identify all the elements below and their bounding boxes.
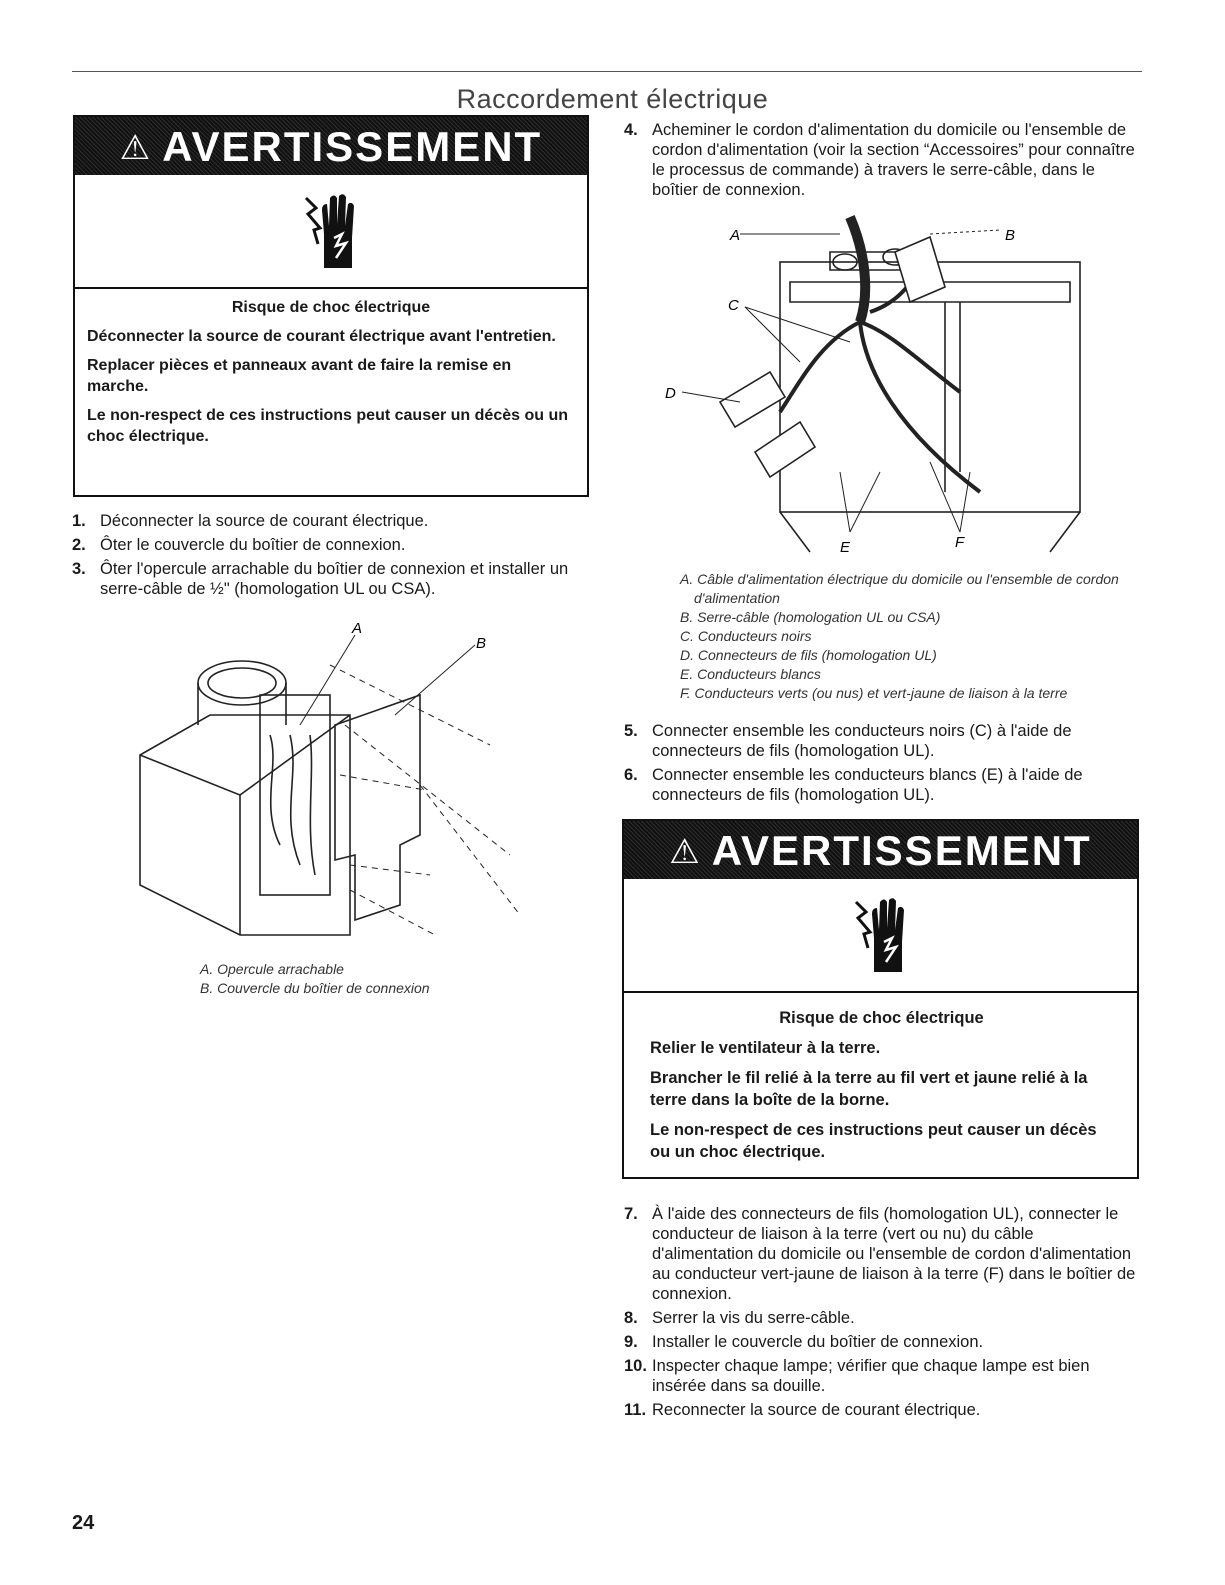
caption-line: A. Opercule arrachable [200,961,344,977]
step-number: 3. [72,560,86,578]
warning-line: Brancher le fil relié à la terre au fil … [650,1069,1088,1109]
caption-line: F. Conducteurs verts (ou nus) et vert-ja… [680,685,1068,701]
warning-body: Risque de choc électrique Déconnecter la… [75,289,587,465]
warning-box: ⚠AVERTISSEMENT Risque de choc électrique… [622,819,1139,1179]
warning-header-text: AVERTISSEMENT [162,123,543,170]
step-text: Serrer la vis du serre-câble. [652,1309,855,1327]
list-item: 10. Inspecter chaque lampe; vérifier que … [624,1356,1139,1396]
list-item: 9. Installer le couvercle du boîtier de c… [624,1332,1139,1352]
step-number: 6. [624,766,638,784]
step-text: À l'aide des connecteurs de fils (homolo… [652,1205,1136,1303]
step-number: 10. [624,1357,647,1375]
list-item: 2. Ôter le couvercle du boîtier de connex… [72,535,587,555]
list-item: 3. Ôter l'opercule arrachable du boîtier … [72,559,587,599]
warning-header-text: AVERTISSEMENT [711,827,1092,874]
shock-hazard-row [624,879,1137,993]
junction-box-illustration: A B [139,620,521,936]
warning-line: Relier le ventilateur à la terre. [650,1039,881,1057]
step-number: 8. [624,1309,638,1327]
warning-header: ⚠AVERTISSEMENT [624,821,1137,879]
step-number: 7. [624,1205,638,1223]
risk-title: Risque de choc électrique [779,1009,984,1027]
figure-label-f: F [955,534,965,551]
list-item: 7. À l'aide des connecteurs de fils (homo… [624,1204,1139,1304]
list-item: 1. Déconnecter la source de courant élect… [72,511,587,531]
warning-body: Risque de choc électrique Relier le vent… [624,993,1137,1181]
figure-label-c: C [728,297,739,314]
warning-line: Replacer pièces et panneaux avant de fai… [87,357,512,395]
step-number: 11. [624,1401,647,1419]
list-item: 5. Connecter ensemble les conducteurs noi… [624,721,1139,761]
section-title: Raccordement électrique [456,84,769,114]
caption-line: E. Conducteurs blancs [680,666,821,682]
step-text: Ôter l'opercule arrachable du boîtier de… [100,560,569,598]
step-text: Reconnecter la source de courant électri… [652,1401,981,1419]
electric-shock-hand-icon [854,898,904,972]
step-text: Acheminer le cordon d'alimentation du do… [652,121,1135,199]
list-item: 11. Reconnecter la source de courant élec… [624,1400,1139,1420]
warning-header: ⚠AVERTISSEMENT [75,117,587,175]
wiring-illustration: A B C D E F [665,215,1081,556]
figure-label-a: A [729,227,740,244]
caption-line: A. Câble d'alimentation électrique du do… [680,571,1119,606]
risk-title: Risque de choc électrique [231,299,431,316]
step-number: 9. [624,1333,638,1351]
page-number: 24 [72,1512,95,1534]
step-text: Connecter ensemble les conducteurs noirs… [652,722,1072,760]
warning-triangle-icon: ⚠ [119,129,153,167]
list-item: 6. Connecter ensemble les conducteurs bla… [624,765,1139,805]
figure-caption: A. Opercule arrachable B. Couvercle du b… [200,960,580,998]
step-text: Ôter le couvercle du boîtier de connexio… [100,536,406,554]
figure-label-d: D [665,385,676,402]
figure-label-b: B [1005,227,1015,244]
step-number: 4. [624,121,638,139]
step-text: Déconnecter la source de courant électri… [100,512,429,530]
warning-box: ⚠AVERTISSEMENT Risque de choc électrique… [73,115,589,497]
steps-list-left: 1. Déconnecter la source de courant élect… [72,511,587,603]
caption-line: B. Couvercle du boîtier de connexion [200,980,430,996]
step-text: Inspecter chaque lampe; vérifier que cha… [652,1357,1090,1395]
warning-line: Déconnecter la source de courant électri… [87,328,556,345]
step-number: 2. [72,536,86,554]
figure-caption: A. Câble d'alimentation électrique du do… [680,570,1135,703]
list-item: 8. Serrer la vis du serre-câble. [624,1308,1139,1328]
caption-line: C. Conducteurs noirs [680,628,812,644]
warning-line: Le non-respect de ces instructions peut … [87,407,568,445]
caption-line: B. Serre-câble (homologation UL ou CSA) [680,609,941,625]
top-rule [72,71,1142,72]
step-number: 5. [624,722,638,740]
electric-shock-hand-icon [304,194,354,268]
figure-label-a: A [351,620,362,637]
caption-line: D. Connecteurs de fils (homologation UL) [680,647,937,663]
steps-list-right-b: 7. À l'aide des connecteurs de fils (homo… [624,1204,1139,1424]
figure-label-b: B [476,635,486,652]
figure-label-e: E [840,539,851,556]
step-text: Installer le couvercle du boîtier de con… [652,1333,984,1351]
steps-list-right-a: 5. Connecter ensemble les conducteurs noi… [624,721,1139,809]
warning-line: Le non-respect de ces instructions peut … [650,1121,1097,1161]
step-number: 1. [72,512,86,530]
warning-triangle-icon: ⚠ [669,833,702,871]
step-text: Connecter ensemble les conducteurs blanc… [652,766,1083,804]
list-item: 4. Acheminer le cordon d'alimentation du … [624,120,1139,200]
steps-list-step4: 4. Acheminer le cordon d'alimentation du … [624,120,1139,204]
shock-hazard-row [75,175,587,289]
